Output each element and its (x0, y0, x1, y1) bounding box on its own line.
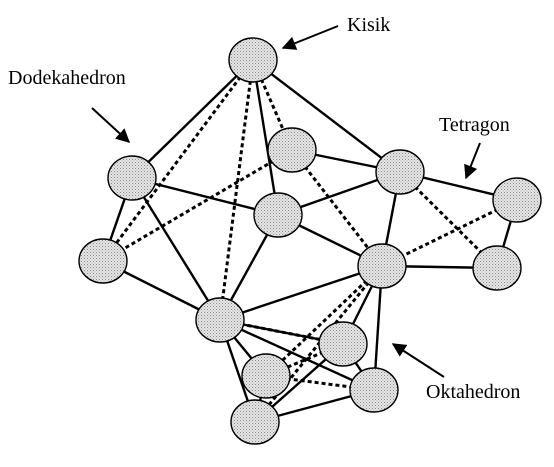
atom-node-J (195, 297, 245, 343)
arrow-tetragon (464, 142, 481, 180)
bond-solid-JH (219, 264, 383, 322)
arrow-dodekahedron (91, 107, 131, 143)
bond-solid-AC (131, 59, 254, 179)
atom-node-B (267, 127, 317, 173)
label-dodekahedron: Dodekahedron (8, 67, 126, 89)
atom-node-M (349, 367, 399, 413)
nodes-layer (78, 37, 542, 445)
bond-dashed-AJ (218, 59, 255, 321)
atom-node-E (253, 192, 303, 238)
atom-node-N (230, 399, 280, 445)
bond-dashed-BG (102, 148, 293, 263)
bond-solid-AD (252, 59, 401, 173)
label-kisik: Kisik (347, 14, 390, 36)
atom-node-F (492, 177, 542, 223)
arrow-oktahedron (391, 343, 445, 378)
atom-node-D (375, 149, 425, 195)
bond-solid-JM (219, 318, 375, 392)
arrow-kisik (281, 25, 339, 50)
atom-node-C (107, 155, 157, 201)
atom-node-L (241, 353, 291, 399)
label-oktahedron: Oktahedron (426, 381, 520, 403)
atom-node-A (228, 37, 278, 83)
bond-dashed-HL (264, 264, 384, 378)
label-tetragon: Tetragon (439, 114, 510, 136)
bond-dashed-BH (290, 149, 384, 267)
bond-solid-CE (131, 176, 279, 217)
atom-node-G (78, 238, 128, 284)
bond-solid-AE (251, 59, 280, 216)
atom-node-H (357, 243, 407, 289)
atom-node-I (472, 245, 522, 291)
atom-node-K (318, 321, 368, 367)
